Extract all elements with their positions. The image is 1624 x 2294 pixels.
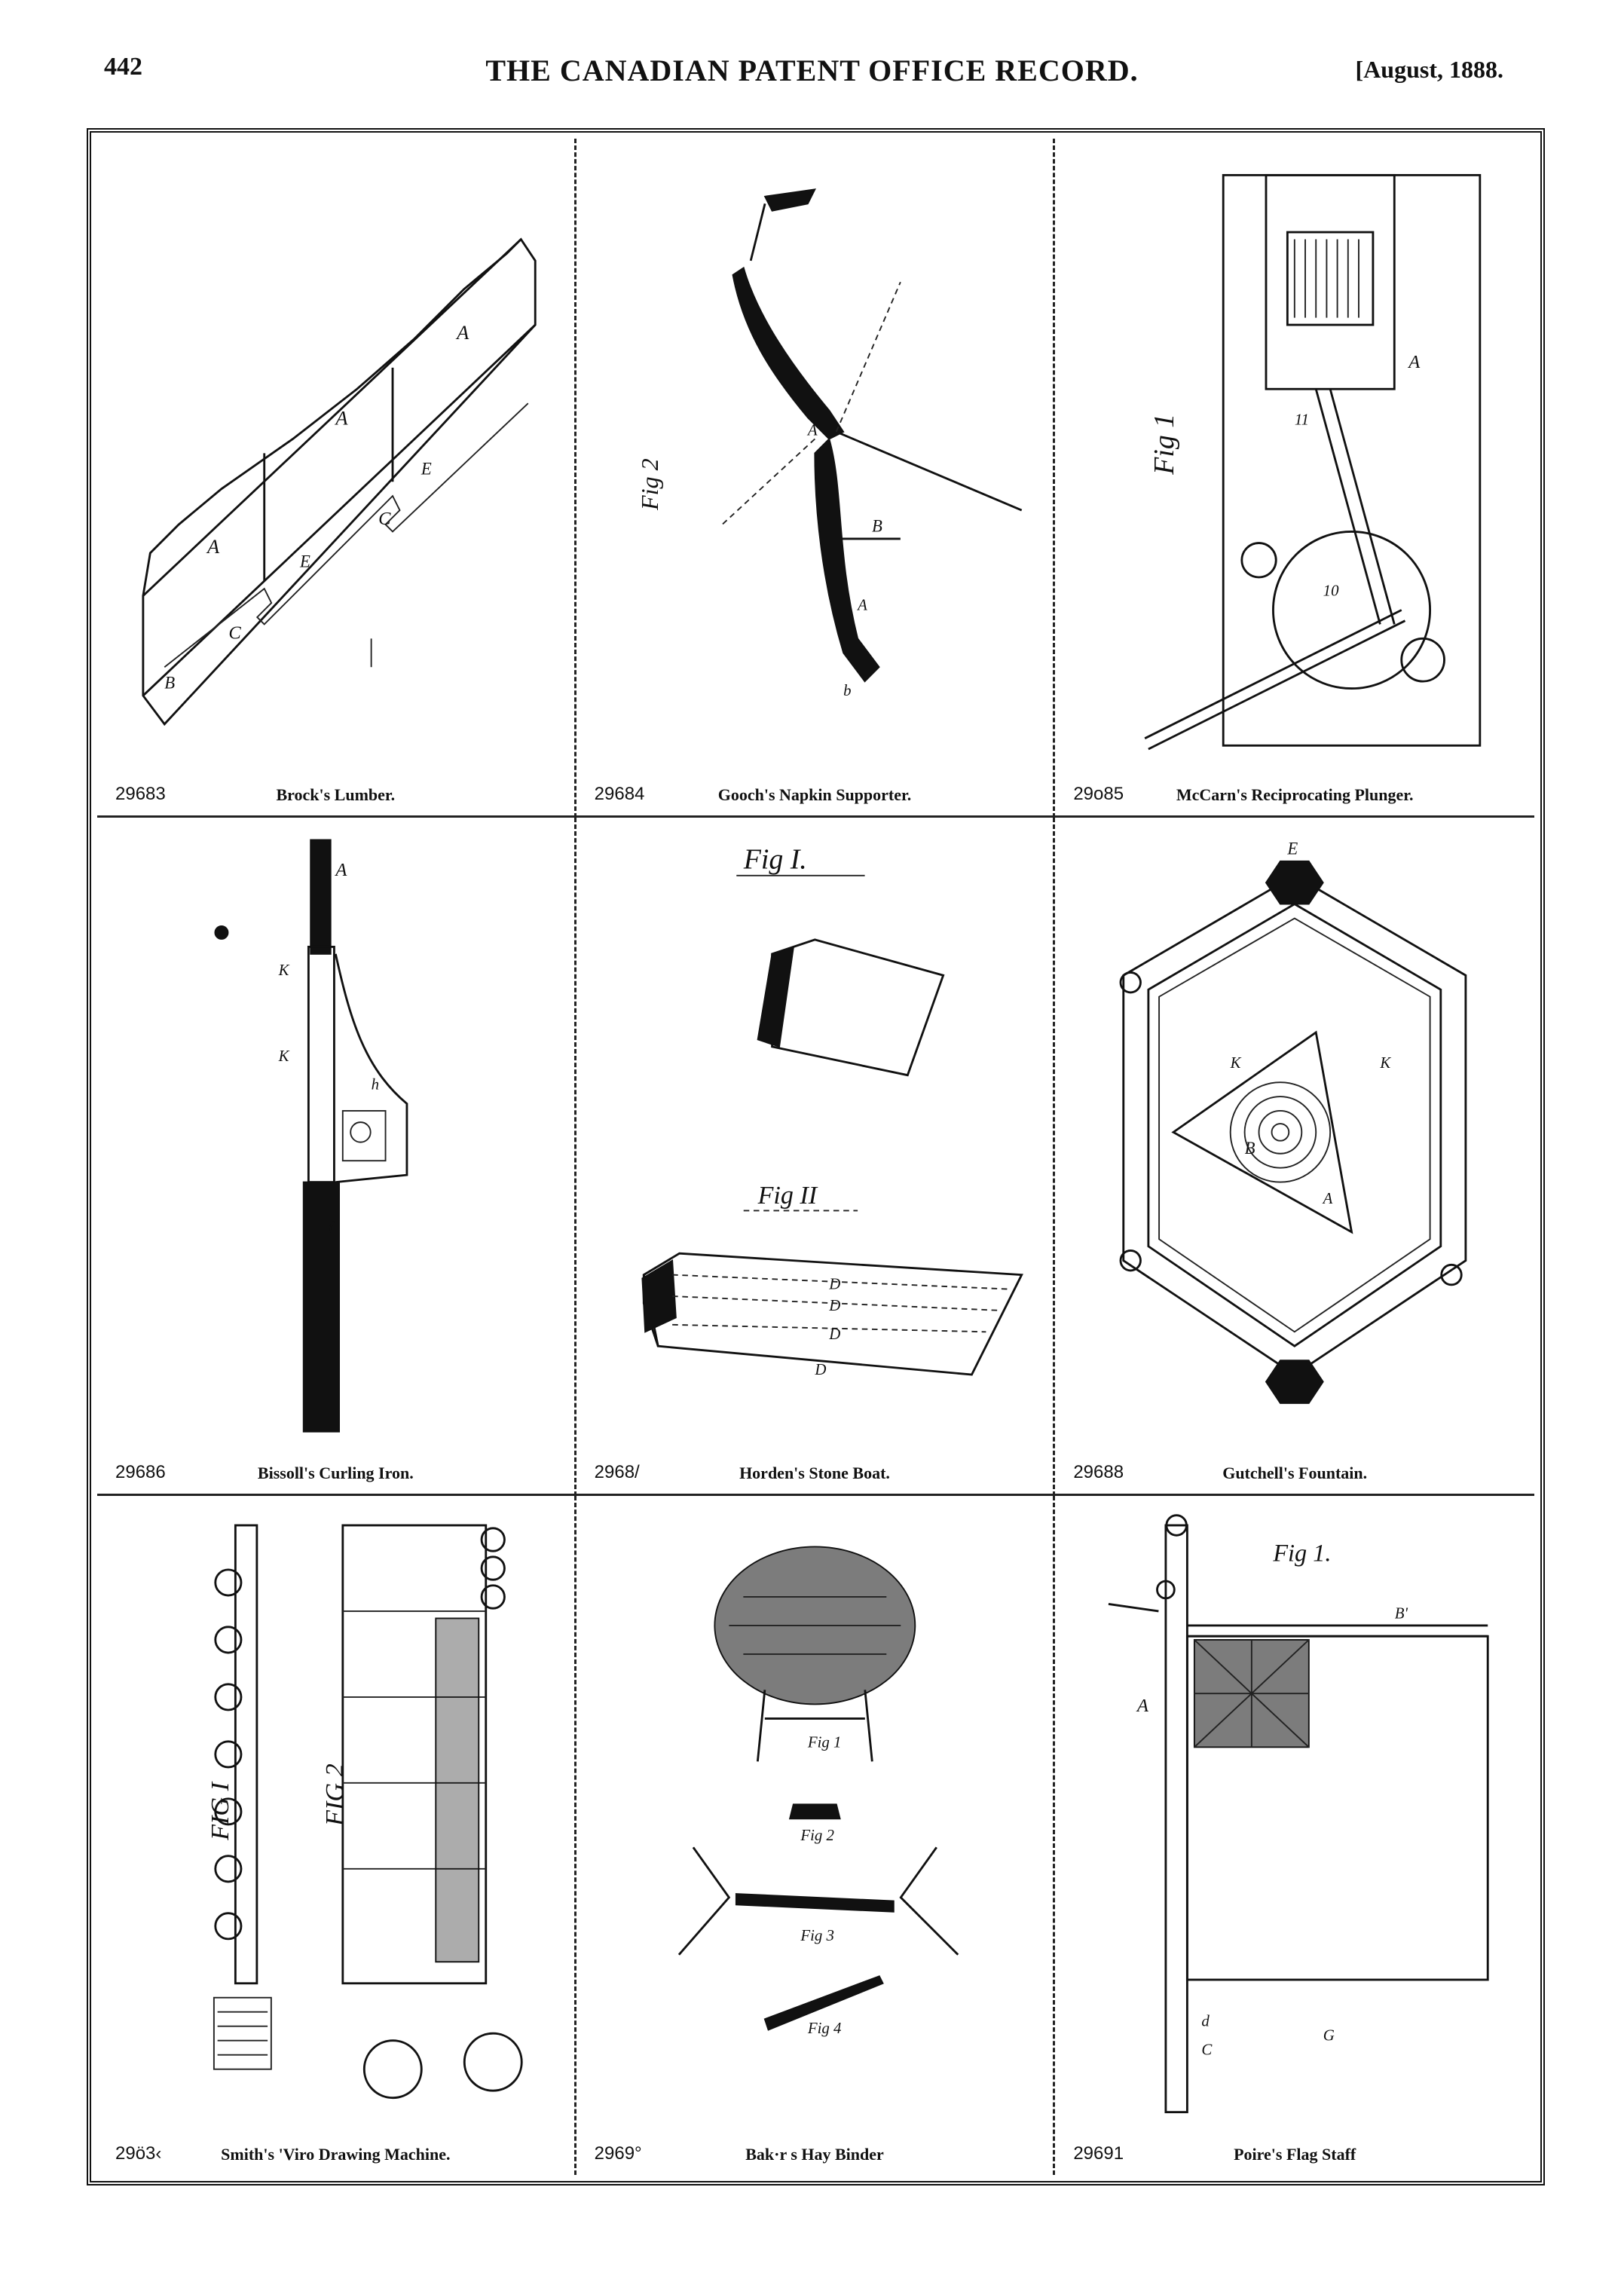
patent-caption: 29686 Bissoll's Curling Iron. xyxy=(111,1456,561,1486)
svg-text:A: A xyxy=(1408,352,1421,372)
journal-title: THE CANADIAN PATENT OFFICE RECORD. xyxy=(485,54,1139,87)
svg-text:A: A xyxy=(806,421,818,439)
svg-text:C: C xyxy=(1202,2041,1213,2059)
svg-text:11: 11 xyxy=(1295,411,1309,429)
issue-date: [August, 1888. xyxy=(1355,56,1503,83)
wire-drawing-machine-drawing: FIG I FIG 2 xyxy=(112,1511,559,2127)
svg-text:C: C xyxy=(228,622,241,643)
patent-number: 29686 xyxy=(115,1462,166,1483)
fountain-plan-drawing: E K K B A xyxy=(1070,833,1519,1446)
svg-text:f: f xyxy=(329,1217,335,1235)
patent-plate: A A A C C E E B 29683 Brock's Lumber. xyxy=(87,128,1545,2185)
svg-text:D: D xyxy=(814,1360,826,1378)
svg-text:A: A xyxy=(334,407,348,430)
svg-text:C: C xyxy=(378,509,391,529)
figure-label: Fig 1. xyxy=(1273,1540,1332,1567)
svg-text:K: K xyxy=(1380,1054,1392,1072)
patent-number: 29683 xyxy=(115,783,166,804)
svg-text:D: D xyxy=(828,1274,840,1292)
page-number: 442 xyxy=(104,53,142,81)
figure-label: Fig II xyxy=(757,1182,818,1210)
svg-text:B: B xyxy=(872,516,882,535)
patent-number: 29o85 xyxy=(1073,783,1124,804)
hay-binder-drawing: Fig 1 Fig 2 Fig 3 Fig 4 xyxy=(592,1511,1038,2127)
patent-caption: 29683 Brock's Lumber. xyxy=(111,778,561,808)
svg-text:A: A xyxy=(206,535,220,558)
svg-text:A: A xyxy=(334,859,347,879)
svg-text:A: A xyxy=(1136,1696,1149,1716)
patent-title: Brock's Lumber. xyxy=(276,785,396,804)
patent-caption: 29691 Poire's Flag Staff xyxy=(1069,2137,1521,2167)
patent-number: 29684 xyxy=(594,783,645,804)
svg-text:A: A xyxy=(455,321,469,344)
patent-number: 2969° xyxy=(594,2143,642,2164)
svg-text:10: 10 xyxy=(1323,582,1339,600)
patent-cell-poires-flag-staff: Fig 1. A d C G B' 29691 Poire's Flag Sta… xyxy=(1055,1496,1534,2175)
patent-number: 29688 xyxy=(1073,1462,1124,1483)
patent-caption: 2969° Bak·r s Hay Binder xyxy=(590,2137,1040,2167)
figure-label: Fig 2 xyxy=(800,1826,834,1844)
svg-text:B: B xyxy=(164,674,175,693)
flag-staff-drawing: Fig 1. A d C G B' xyxy=(1070,1511,1519,2127)
patent-title: Smith's 'Viro Drawing Machine. xyxy=(221,2145,451,2164)
patent-cell-smiths-wire-drawing-machine: FIG I FIG 2 29ö3‹ Smith's 'Viro Drawing … xyxy=(97,1496,577,2175)
patent-title: Gutchell's Fountain. xyxy=(1222,1464,1368,1483)
svg-text:K: K xyxy=(278,1046,290,1064)
svg-text:b: b xyxy=(843,681,851,699)
figure-label: Fig 3 xyxy=(800,1926,834,1944)
stone-boat-drawing: Fig I. Fig II D D D D xyxy=(592,833,1038,1446)
lumber-boards-drawing: A A A C C E E B xyxy=(112,154,559,767)
figure-label: Fig I. xyxy=(742,843,806,875)
patent-caption: 2968/ Horden's Stone Boat. xyxy=(590,1456,1040,1486)
figure-label: Fig 1 xyxy=(806,1733,841,1751)
svg-text:B: B xyxy=(1245,1138,1255,1157)
figure-label: FIG I xyxy=(206,1782,234,1841)
svg-text:A: A xyxy=(856,596,867,614)
patent-title: Gooch's Napkin Supporter. xyxy=(717,785,912,804)
patent-cell-goochs-napkin-supporter: Fig 2 B A A b 29684 Gooch's Napkin Suppo… xyxy=(576,139,1056,818)
patent-title: McCarn's Reciprocating Plunger. xyxy=(1176,785,1414,804)
patent-cell-bakers-hay-binder: Fig 1 Fig 2 Fig 3 Fig 4 2969° Bak·r s Ha… xyxy=(577,1496,1056,2175)
svg-text:B': B' xyxy=(1395,1604,1408,1623)
patent-caption: 29688 Gutchell's Fountain. xyxy=(1069,1456,1521,1486)
patent-grid: A A A C C E E B 29683 Brock's Lumber. xyxy=(97,139,1534,2175)
patent-caption: 29o85 McCarn's Reciprocating Plunger. xyxy=(1069,778,1521,808)
svg-text:d: d xyxy=(1202,2012,1210,2030)
patent-number: 29ö3‹ xyxy=(115,2143,162,2164)
figure-label: Fig 2 xyxy=(636,458,663,511)
patent-title: Bak·r s Hay Binder xyxy=(745,2145,884,2164)
patent-caption: 29684 Gooch's Napkin Supporter. xyxy=(590,778,1040,808)
svg-text:E: E xyxy=(421,460,432,479)
napkin-supporter-drawing: Fig 2 B A A b xyxy=(592,154,1038,767)
figure-label: Fig 4 xyxy=(806,2020,841,2038)
svg-text:h: h xyxy=(372,1075,379,1093)
svg-text:K: K xyxy=(1230,1054,1242,1072)
page-header: 442 THE CANADIAN PATENT OFFICE RECORD. [… xyxy=(90,53,1534,98)
patent-cell-bissolls-curling-iron: A K K h f 29686 Bissoll's Curling Iron. xyxy=(97,817,577,1497)
patent-cell-brocks-lumber: A A A C C E E B 29683 Brock's Lumber. xyxy=(97,139,577,818)
svg-text:E: E xyxy=(299,552,310,571)
svg-text:D: D xyxy=(828,1324,840,1342)
patent-title: Bissoll's Curling Iron. xyxy=(257,1464,414,1483)
svg-text:D: D xyxy=(828,1296,840,1314)
patent-title: Poire's Flag Staff xyxy=(1234,2145,1356,2164)
svg-text:K: K xyxy=(278,961,290,979)
curling-iron-drawing: A K K h f xyxy=(112,833,559,1446)
svg-text:E: E xyxy=(1287,839,1298,858)
figure-label: Fig 1 xyxy=(1148,414,1180,476)
svg-text:G: G xyxy=(1323,2026,1335,2045)
patent-number: 29691 xyxy=(1073,2143,1124,2164)
plunger-mechanism-drawing: Fig 1 A 11 10 xyxy=(1070,154,1519,767)
patent-number: 2968/ xyxy=(594,1462,640,1483)
svg-text:A: A xyxy=(1322,1189,1333,1207)
patent-cell-hordens-stone-boat: Fig I. Fig II D D D D xyxy=(576,817,1056,1497)
patent-title: Horden's Stone Boat. xyxy=(739,1464,890,1483)
patent-caption: 29ö3‹ Smith's 'Viro Drawing Machine. xyxy=(111,2137,561,2167)
patent-cell-mccarns-reciprocating-plunger: Fig 1 A 11 10 29o85 McCarn's Reciprocati… xyxy=(1055,139,1534,818)
patent-cell-gutchells-fountain: E K K B A 29688 Gutchell's Fountain. xyxy=(1055,818,1534,1497)
figure-label: FIG 2 xyxy=(321,1764,349,1828)
